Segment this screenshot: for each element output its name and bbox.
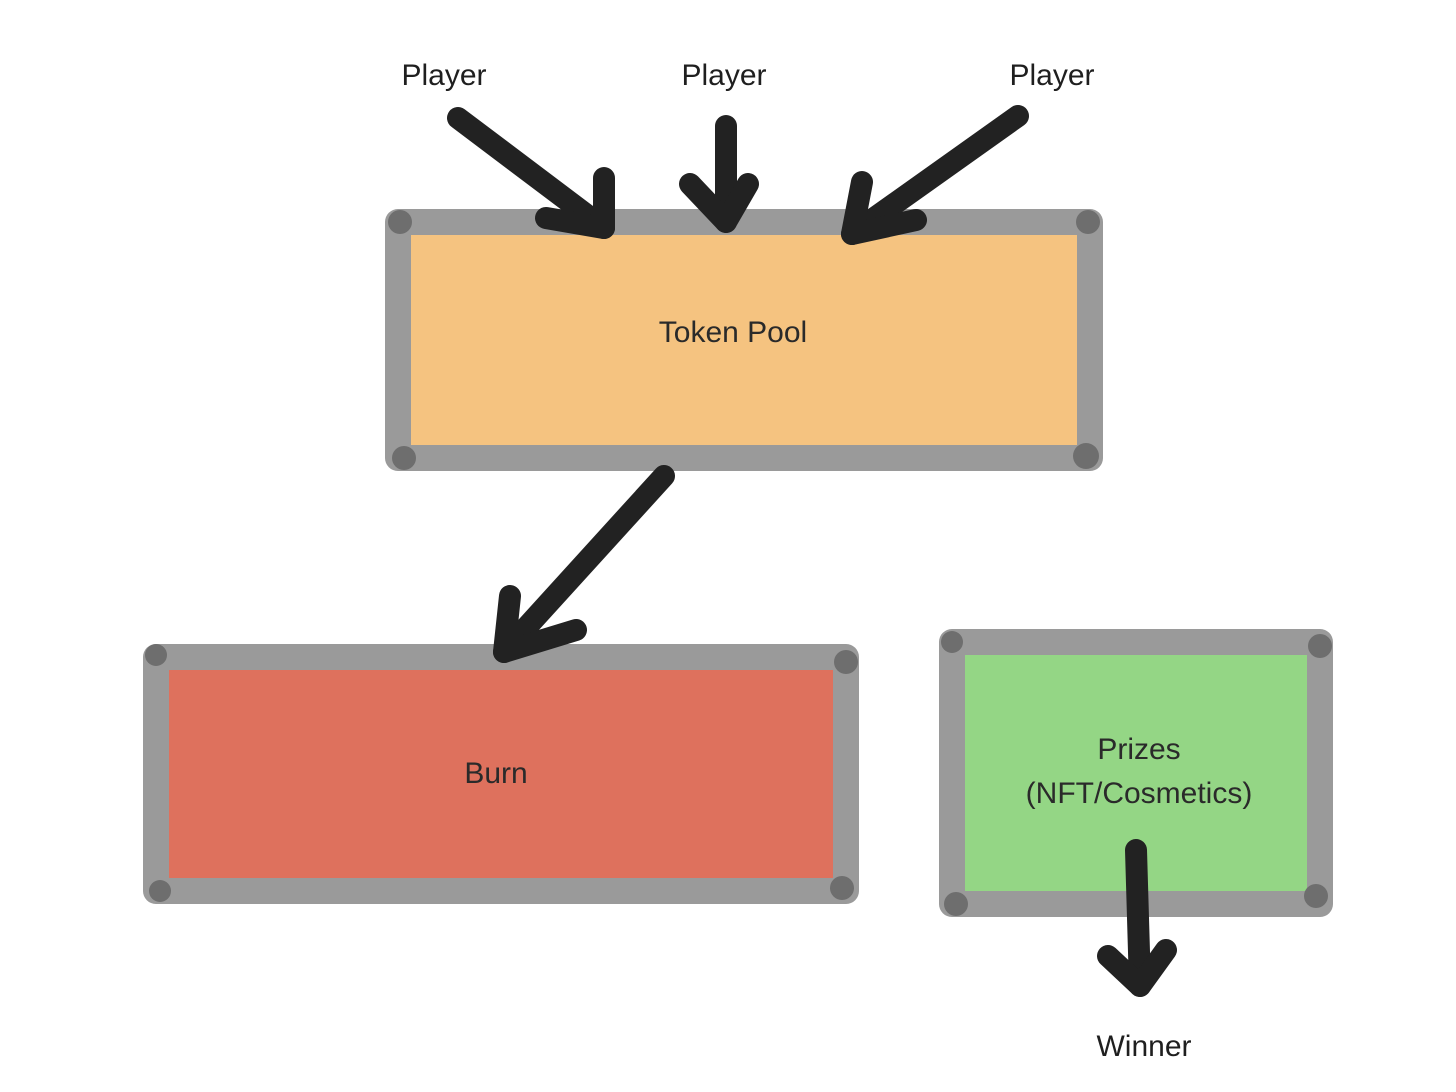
burn-box bbox=[143, 644, 859, 904]
prizes-label-line2: (NFT/Cosmetics) bbox=[1025, 777, 1253, 810]
player-label-1: Player bbox=[401, 59, 487, 92]
player-label-3: Player bbox=[1009, 59, 1095, 92]
winner-label: Winner bbox=[1096, 1030, 1192, 1063]
token-pool-label: Token Pool bbox=[658, 316, 808, 349]
burn-label: Burn bbox=[464, 757, 528, 790]
prizes-label: Prizes (NFT/Cosmetics) bbox=[1026, 728, 1253, 816]
arrow-player2-to-pool bbox=[679, 115, 759, 233]
token-pool-box bbox=[385, 209, 1103, 471]
prizes-label-line1: Prizes bbox=[1097, 733, 1181, 766]
arrow-prizes-to-winner bbox=[1097, 839, 1177, 997]
arrow-player1-to-pool bbox=[447, 107, 615, 239]
arrow-pool-to-burn bbox=[493, 465, 675, 663]
player-label-2: Player bbox=[681, 59, 767, 92]
arrow-player3-to-pool bbox=[841, 105, 1029, 245]
